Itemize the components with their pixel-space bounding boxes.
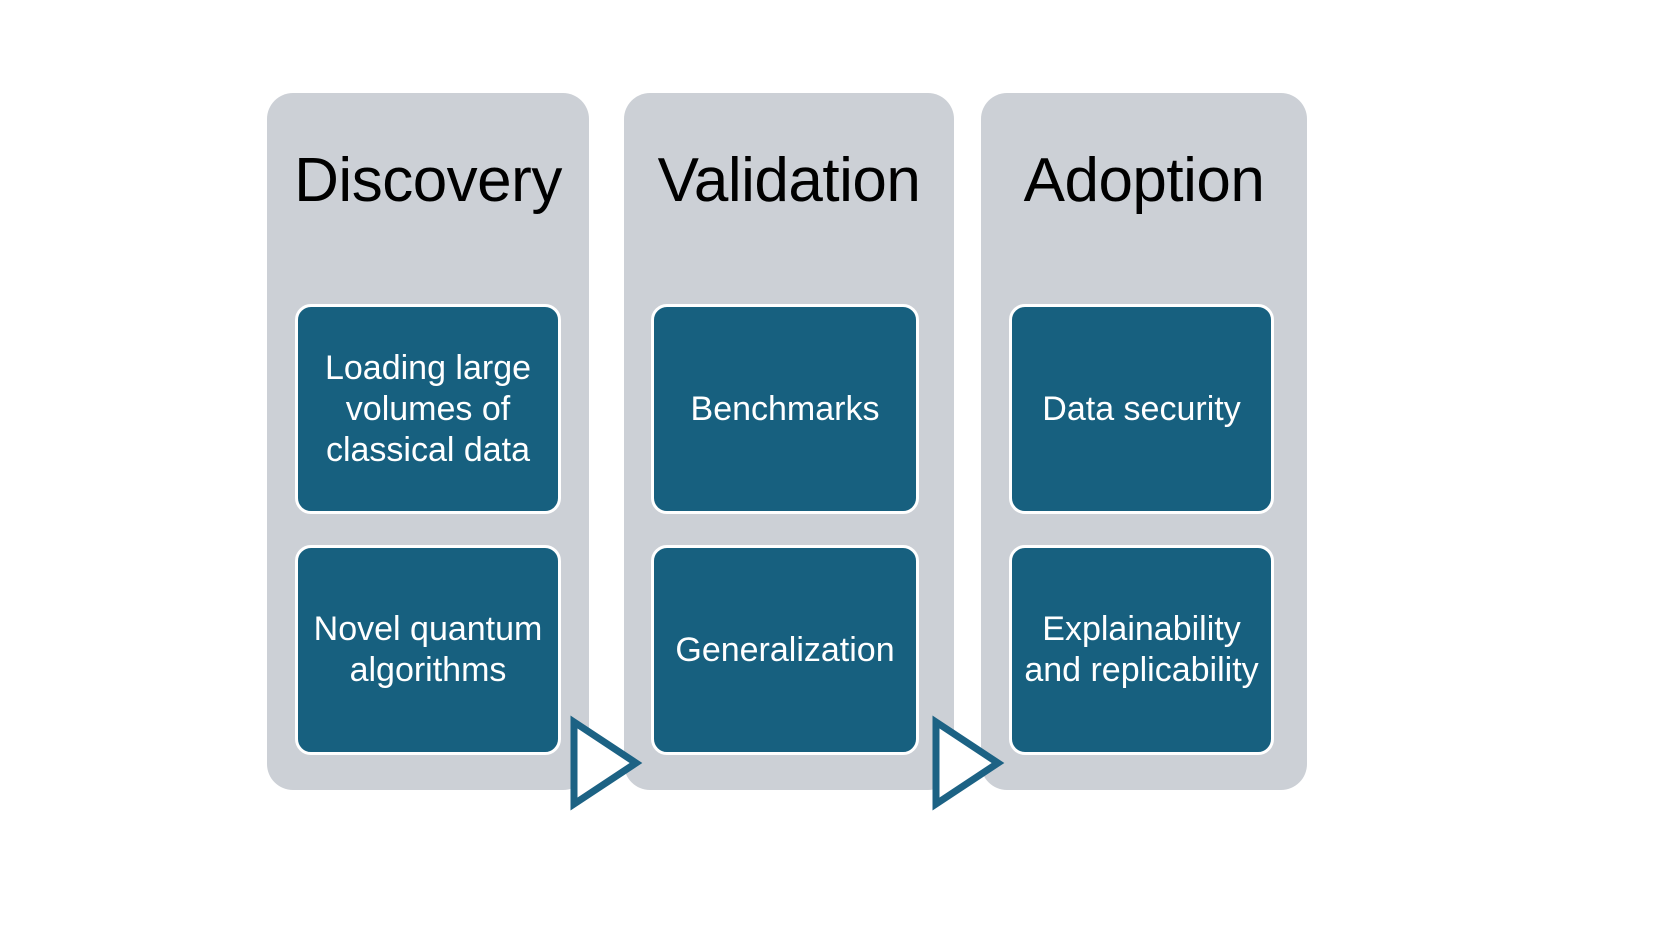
item-card-explainability[interactable]: Explainability and replicability xyxy=(1009,545,1274,755)
connector-discovery-to-validation xyxy=(570,715,643,811)
item-card-label: Generalization xyxy=(675,630,895,669)
item-card-label: Data security xyxy=(1042,389,1241,428)
stage-panel-discovery[interactable]: Discovery Loading large volumes of class… xyxy=(267,93,589,790)
triangle-right-icon xyxy=(570,715,643,811)
item-card-generalization[interactable]: Generalization xyxy=(651,545,919,755)
item-card-label: Explainability and replicability xyxy=(1024,610,1259,689)
item-card-loading-data[interactable]: Loading large volumes of classical data xyxy=(295,304,561,514)
stage-title-adoption: Adoption xyxy=(1023,146,1265,215)
connector-validation-to-adoption xyxy=(932,715,1005,811)
item-card-label: Novel quantum algorithms xyxy=(313,610,543,689)
item-card-benchmarks[interactable]: Benchmarks xyxy=(651,304,919,514)
stage-title-discovery: Discovery xyxy=(294,146,562,215)
item-card-label: Loading large volumes of classical data xyxy=(324,348,532,469)
stage-panel-adoption[interactable]: Adoption Data security Explainability an… xyxy=(981,93,1307,790)
triangle-right-icon xyxy=(932,715,1005,811)
item-card-label: Benchmarks xyxy=(690,389,880,428)
stage-panel-validation[interactable]: Validation Benchmarks Generalization xyxy=(624,93,954,790)
item-card-novel-algorithms[interactable]: Novel quantum algorithms xyxy=(295,545,561,755)
item-card-data-security[interactable]: Data security xyxy=(1009,304,1274,514)
stage-title-validation: Validation xyxy=(657,146,921,215)
